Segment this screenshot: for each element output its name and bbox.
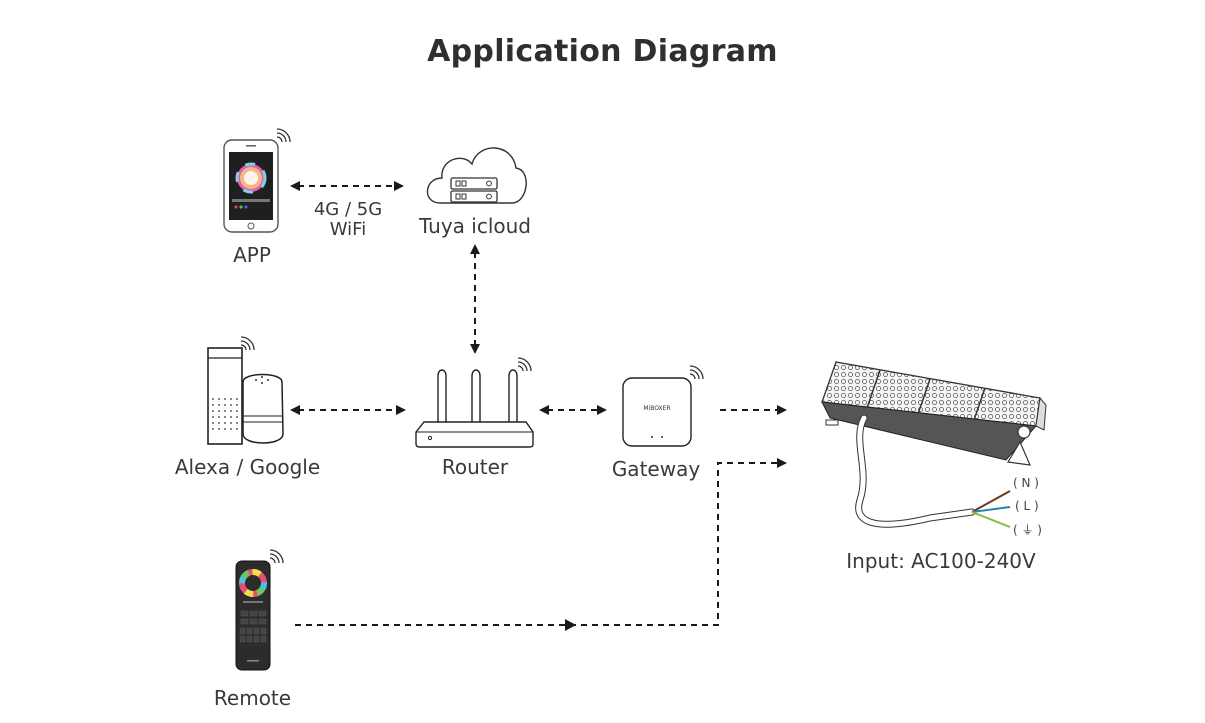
- wifi-label: WiFi: [329, 219, 367, 240]
- gateway-brand: MiBOXER: [643, 405, 670, 412]
- app-label: APP: [233, 243, 271, 267]
- wire-live: [971, 506, 1011, 513]
- cloud-server-icon: [426, 147, 527, 204]
- network-type-label: 4G / 5G: [313, 199, 383, 220]
- remote-label: Remote: [213, 686, 292, 710]
- wire-label-ground: ( ⏚ ): [1013, 523, 1042, 537]
- input-voltage-label: Input: AC100-240V: [846, 549, 1036, 573]
- gateway-label: Gateway: [611, 457, 701, 481]
- remote-control-icon: [235, 560, 271, 671]
- router-icon: [415, 369, 534, 448]
- wire-label-neutral: ( N ): [1013, 476, 1039, 490]
- alexa-google-label: Alexa / Google: [174, 455, 321, 479]
- phone-icon: [223, 139, 279, 233]
- wifi-signal-icon: [269, 549, 284, 564]
- wire-label-live: ( L ): [1015, 499, 1039, 513]
- link-remote-light: [295, 458, 787, 631]
- wifi-signal-icon: [240, 336, 255, 351]
- wifi-signal-icon: [689, 365, 704, 380]
- mid-arrow-icon: [565, 619, 576, 631]
- gateway-device-icon: MiBOXER: [622, 377, 692, 447]
- wire-neutral: [971, 490, 1011, 513]
- diagram-title: Application Diagram: [427, 34, 778, 69]
- cloud-label: Tuya icloud: [418, 214, 532, 238]
- wifi-signal-icon: [517, 357, 532, 372]
- link-label-network: 4G / 5G WiFi: [300, 200, 396, 240]
- smart-speaker-icon: [207, 347, 284, 445]
- led-flood-light-icon: [821, 361, 1047, 528]
- wire-ground: [971, 511, 1011, 528]
- router-label: Router: [441, 455, 509, 479]
- wifi-signal-icon: [276, 128, 291, 143]
